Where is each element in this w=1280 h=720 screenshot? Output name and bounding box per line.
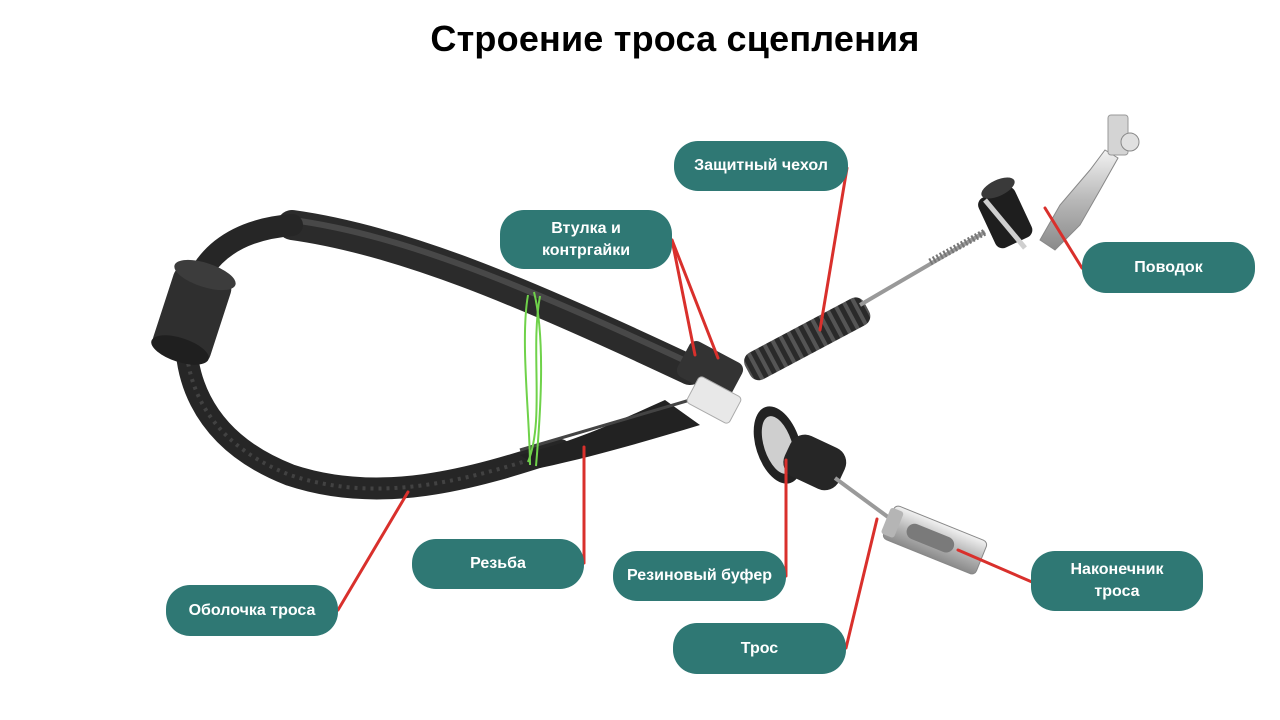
cable-end-tip <box>881 505 988 575</box>
upper-inner-cable <box>858 230 987 307</box>
callout-thread: Резьба <box>412 539 584 589</box>
callout-cable: Трос <box>673 623 846 674</box>
callout-cable-tip: Наконечник троса <box>1031 551 1203 611</box>
cable-sheath-loop <box>174 214 571 500</box>
callout-cable-sheath: Оболочка троса <box>166 585 338 636</box>
adjuster-knob <box>978 177 1033 250</box>
callout-bushing-locknuts: Втулка и контргайки <box>500 210 672 269</box>
lower-inner-cable <box>833 476 894 522</box>
callout-protective-cover: Защитный чехол <box>674 141 848 191</box>
leader-protective-cover <box>818 166 849 332</box>
callout-lever: Поводок <box>1082 242 1255 293</box>
leader-cable-sheath <box>336 490 410 612</box>
leader-bushing-a <box>670 238 697 357</box>
leader-bushing-b <box>670 238 720 360</box>
lever-bracket <box>1039 114 1140 251</box>
green-binding-wire <box>523 291 543 467</box>
thread-housing <box>520 400 700 468</box>
left-rubber-boot <box>151 259 236 365</box>
leader-lever <box>1043 206 1084 270</box>
upper-sheath-tube <box>277 210 705 385</box>
leader-lines <box>336 166 1084 650</box>
rubber-buffer <box>753 406 847 491</box>
callout-rubber-buffer: Резиновый буфер <box>613 551 786 601</box>
leader-cable <box>844 517 879 650</box>
corrugated-cover <box>744 297 871 381</box>
leader-cable-tip <box>956 548 1034 584</box>
page-title: Строение троса сцепления <box>430 18 920 59</box>
bushing-body <box>676 341 744 424</box>
